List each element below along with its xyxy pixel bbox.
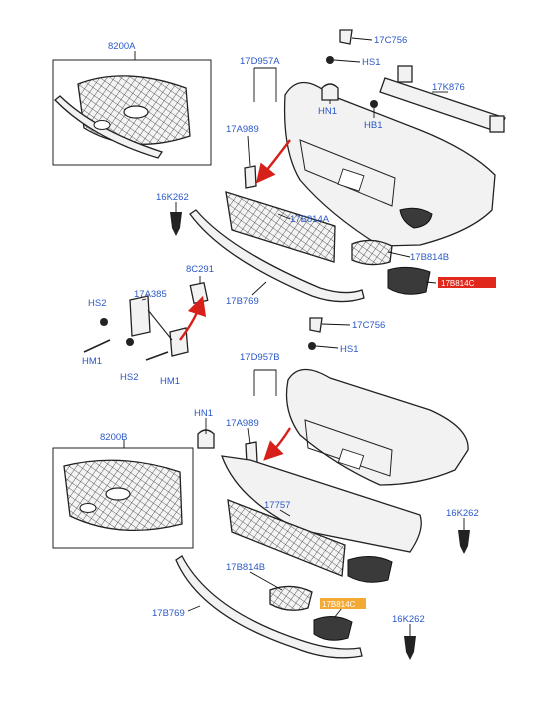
label-hn1-mid[interactable]: HN1 (194, 408, 213, 419)
rivet-hm1-right-icon (145, 351, 169, 361)
clip-16k262-bottom-icon (404, 636, 416, 660)
lower-side-grille-17b814b (269, 585, 313, 611)
clip-17c756-mid-icon (309, 317, 323, 333)
lower-plate-icon (337, 448, 365, 470)
label-17b769-top[interactable]: 17B769 (226, 296, 259, 307)
label-hs1-top[interactable]: HS1 (362, 57, 380, 68)
label-17c756-mid[interactable]: 17C756 (352, 320, 385, 331)
label-17c756-top[interactable]: 17C756 (374, 35, 407, 46)
label-17a385[interactable]: 17A385 (134, 289, 167, 300)
bolt-hb1-icon (370, 100, 378, 108)
label-hm1-right[interactable]: HM1 (160, 376, 180, 387)
grille-b-emblem-icon (79, 502, 97, 514)
clip-17c756-icon (339, 29, 353, 45)
label-17b814b-top[interactable]: 17B814B (410, 252, 449, 263)
beam-bracket-right (489, 115, 505, 133)
bracket-17a385-group (83, 281, 209, 361)
upper-lip-17b769 (189, 209, 365, 303)
grille-a-badge-icon (123, 105, 149, 119)
lower-foglamp-bezel (347, 556, 393, 583)
screw-hs2-top-icon (100, 318, 108, 326)
upper-foglamp-cover-17b814c (387, 266, 431, 295)
lower-bumper-cover (285, 368, 469, 486)
grille-a-trim (54, 95, 164, 159)
screw-hs1-icon (326, 56, 334, 64)
grille-a-box (52, 59, 212, 166)
label-hs1-mid[interactable]: HS1 (340, 344, 358, 355)
lower-lip-17b769 (175, 555, 363, 659)
label-17b769-bottom[interactable]: 17B769 (152, 608, 185, 619)
upper-side-grille-17b814b (351, 239, 393, 266)
upper-foglamp-bezel (399, 207, 433, 229)
clip-16k262-left-icon (170, 212, 182, 236)
label-17d957a[interactable]: 17D957A (240, 56, 280, 67)
grille-b-box (52, 447, 194, 549)
label-17a989-top[interactable]: 17A989 (226, 124, 259, 135)
label-8200b[interactable]: 8200B (100, 432, 127, 443)
lower-foglamp-cover-17b814c (313, 616, 353, 641)
grille-a-emblem-icon (93, 119, 111, 131)
label-17b814a[interactable]: 17B814A (290, 214, 330, 225)
grille-b-group (52, 440, 194, 549)
label-17b814c-top-highlighted[interactable]: 17B814C (441, 279, 475, 288)
label-17b814c-bottom-highlighted[interactable]: 17B814C (322, 600, 356, 609)
label-hn1-top[interactable]: HN1 (318, 106, 337, 117)
upper-bumper-cover (283, 81, 496, 247)
label-hb1[interactable]: HB1 (364, 120, 382, 131)
label-17a989-mid[interactable]: 17A989 (226, 418, 259, 429)
label-17b814b-bottom[interactable]: 17B814B (226, 562, 265, 573)
bracket-red-arrow (179, 295, 207, 341)
label-hm1-left[interactable]: HM1 (82, 356, 102, 367)
clip-16k262-right-icon (458, 530, 470, 554)
label-17k876[interactable]: 17K876 (432, 82, 465, 93)
highlight-box-red (438, 277, 496, 288)
lower-red-arrow (263, 427, 292, 461)
screw-hs1-mid-icon (308, 342, 316, 350)
upper-mesh-17b814a (225, 191, 336, 263)
label-16k262-right[interactable]: 16K262 (446, 508, 479, 519)
grille-a-group (52, 51, 212, 166)
lower-bumper-group (175, 317, 470, 660)
top-fasteners (170, 29, 378, 236)
label-17d957b[interactable]: 17D957B (240, 352, 280, 363)
upper-plate-icon (337, 168, 365, 192)
part-8c291-icon (189, 281, 209, 305)
nut-hn1-icon (321, 83, 339, 101)
label-8c291[interactable]: 8C291 (186, 264, 214, 275)
grille-b-badge-icon (105, 487, 131, 501)
nut-hn1-mid-icon (197, 429, 215, 449)
label-17757[interactable]: 17757 (264, 500, 290, 511)
upper-bumper-group (189, 65, 506, 303)
screw-hs2-bottom-icon (126, 338, 134, 346)
upper-bumper-plate-recess (299, 139, 396, 207)
label-8200a[interactable]: 8200A (108, 41, 136, 52)
lower-bumper-plate-recess (304, 419, 393, 477)
upper-bracket-a989 (244, 165, 257, 189)
lower-mesh (227, 499, 346, 577)
rivet-hm1-left-icon (83, 339, 111, 353)
bracket-link (147, 309, 173, 341)
label-16k262-bottom[interactable]: 16K262 (392, 614, 425, 625)
highlight-box-orange (320, 598, 366, 609)
label-hs2-top[interactable]: HS2 (88, 298, 106, 309)
leader-lines (141, 37, 465, 636)
upper-red-arrow (255, 139, 291, 184)
label-hs2-bottom[interactable]: HS2 (120, 372, 138, 383)
labels: 8200A 17C756 HS1 HN1 HB1 17K876 17D957A … (82, 35, 496, 625)
label-16k262-left[interactable]: 16K262 (156, 192, 189, 203)
bracket-17a385-left (129, 295, 151, 337)
beam-bracket-left (397, 65, 413, 83)
